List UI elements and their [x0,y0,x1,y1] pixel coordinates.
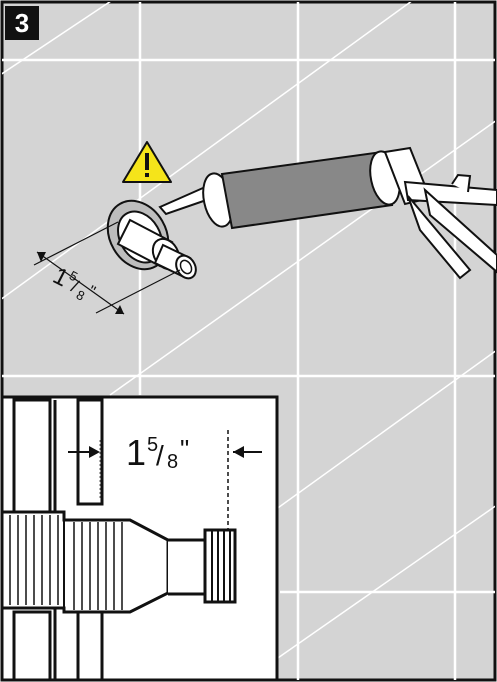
top-dimension-lines [33,221,181,315]
detail-measurement-denominator: 8 [167,451,178,473]
step-number-badge: 3 [5,6,39,40]
warning-triangle-icon [122,141,172,183]
svg-text:/: / [156,440,164,471]
detail-measurement-numerator: 5 [147,434,158,456]
detail-measurement-label: 1 5 / 8 " [126,432,189,473]
detail-panel: 1 5 / 8 " [0,395,279,682]
detail-measurement-whole: 1 [126,432,146,473]
fitting-cross-section [0,510,237,614]
wall-fitting [106,199,197,280]
caulk-gun-icon [158,146,497,280]
detail-measurement-unit: " [180,434,189,464]
